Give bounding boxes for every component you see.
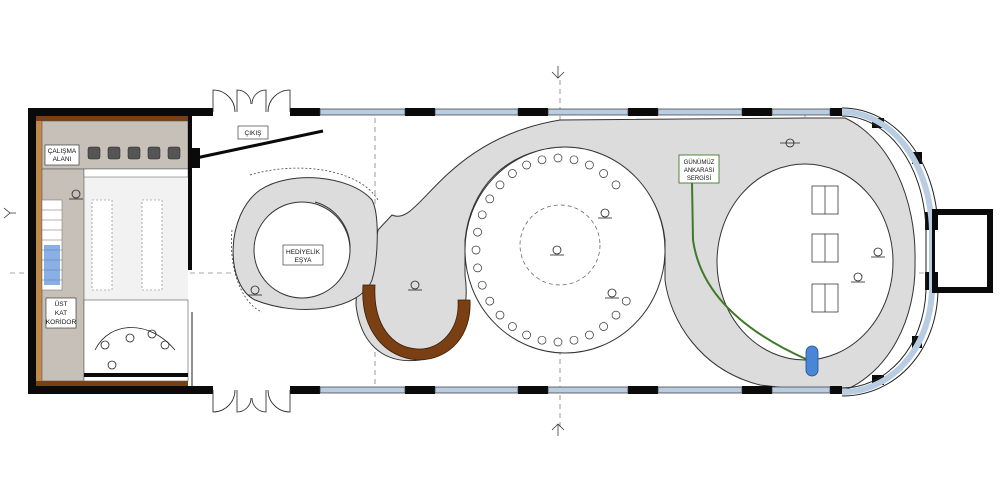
chair-circle bbox=[471, 153, 631, 347]
chair-icon bbox=[473, 263, 482, 273]
circulation-ring bbox=[231, 117, 916, 391]
chair-icon bbox=[569, 335, 579, 345]
exterior-walls bbox=[28, 108, 935, 394]
chair-icon bbox=[522, 330, 531, 340]
chair-icon bbox=[473, 227, 482, 237]
work-area-label-2: ALANI bbox=[53, 156, 72, 163]
chair-icon bbox=[495, 180, 505, 190]
chair-icon bbox=[553, 153, 563, 163]
chair-icon bbox=[599, 169, 608, 178]
windows bbox=[319, 108, 831, 394]
work-area-label-1: ÇALIŞMA bbox=[48, 148, 77, 155]
chair-icon bbox=[508, 322, 517, 331]
exit-label-box bbox=[237, 125, 269, 140]
exhibition-label-box bbox=[678, 154, 720, 184]
gift-shop-label-2: EŞYA bbox=[295, 257, 313, 264]
chair-icon bbox=[537, 335, 547, 345]
chair-icon bbox=[585, 160, 594, 170]
workstation-chairs bbox=[87, 146, 181, 160]
table-icon bbox=[811, 185, 839, 313]
chair-icon bbox=[569, 155, 579, 165]
door-swing-icon bbox=[212, 89, 291, 413]
chair-icon bbox=[471, 245, 481, 255]
work-area-label-box bbox=[44, 144, 80, 166]
exhibition-label-3: SERGİSİ bbox=[687, 175, 712, 182]
chair-icon bbox=[585, 330, 594, 340]
chair-icon bbox=[611, 180, 621, 190]
center-dashed-circle bbox=[519, 204, 601, 286]
exhibition-label-1: GÜNÜMÜZ bbox=[684, 159, 715, 166]
gift-shop-label-1: HEDİYELİK bbox=[286, 247, 321, 256]
chair-icon bbox=[553, 337, 563, 347]
chair-icon bbox=[599, 322, 608, 331]
chair-icon bbox=[477, 280, 487, 290]
upper-corridor-label-1: ÜST bbox=[55, 300, 68, 308]
chair-icon bbox=[522, 160, 531, 170]
chair-icon bbox=[537, 155, 547, 165]
chair-icon bbox=[621, 296, 631, 306]
chair-icon bbox=[508, 169, 517, 178]
chair-icon bbox=[611, 310, 621, 320]
exhibition-path-line bbox=[691, 181, 809, 361]
person-icon bbox=[69, 138, 885, 370]
chair-icon bbox=[477, 210, 487, 220]
chair-icon bbox=[485, 296, 495, 306]
upper-corridor-label-3: KORİDOR bbox=[46, 317, 77, 326]
chair-icon bbox=[495, 310, 505, 320]
exhibition-label-2: ANKARASI bbox=[684, 168, 715, 174]
blue-marker bbox=[805, 345, 819, 377]
upper-corridor-label-2: KAT bbox=[55, 310, 67, 317]
exit-label: ÇIKIŞ bbox=[245, 130, 263, 137]
wooden-curved-panel bbox=[362, 284, 471, 361]
upper-corridor-label-box bbox=[45, 297, 77, 329]
exit-partition bbox=[195, 129, 324, 160]
chair-icon bbox=[485, 194, 495, 204]
gift-shop-label-box bbox=[282, 244, 324, 266]
